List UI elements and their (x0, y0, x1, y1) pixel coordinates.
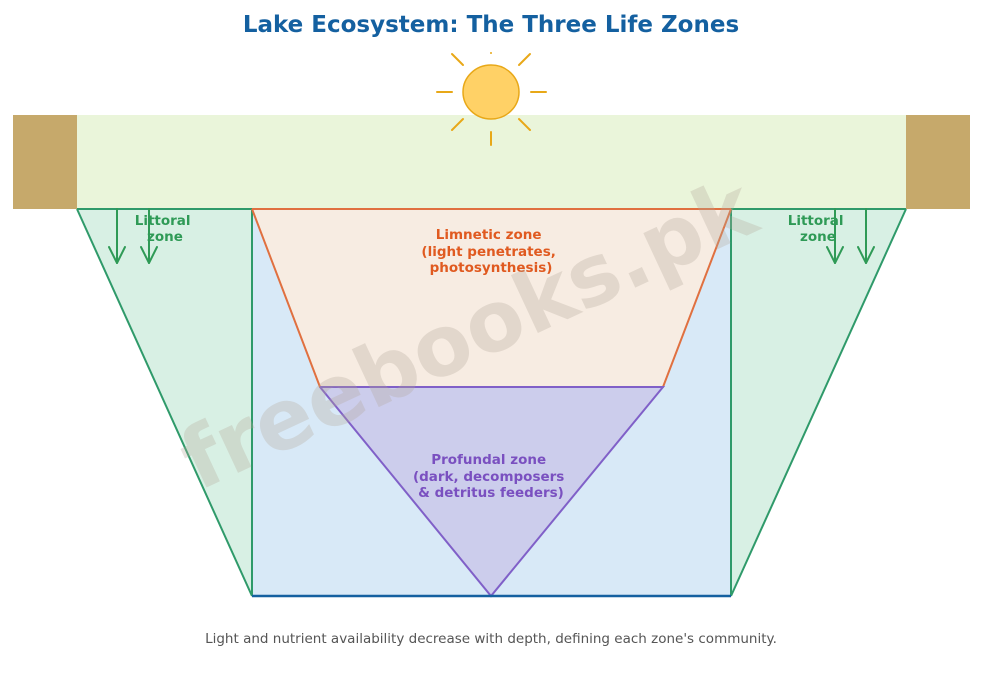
sun-disc (462, 64, 520, 120)
sky-band (77, 115, 906, 209)
arrow-down-icon (108, 208, 126, 264)
arrow-down-icon (826, 208, 844, 264)
profundal-outline (319, 386, 666, 598)
shore-right (906, 115, 970, 209)
page-title: Lake Ecosystem: The Three Life Zones (243, 12, 739, 38)
littoral-label-right: Littoral zone (788, 213, 849, 245)
shore-left (13, 115, 77, 209)
littoral-label-left: Littoral zone (135, 213, 196, 245)
sun-icon (436, 52, 547, 146)
littoral-boundaries (76, 208, 907, 597)
arrow-down-icon (140, 208, 158, 264)
limnetic-label: Limnetic zone (light penetrates, photosy… (421, 227, 560, 276)
profundal-label: Profundal zone (dark, decomposers & detr… (413, 452, 569, 501)
sun-rays (436, 52, 547, 146)
basin-edge-right (730, 208, 907, 597)
limnetic-zone (252, 209, 731, 387)
profundal-zone (320, 387, 663, 596)
littoral-arrows (108, 208, 875, 264)
arrow-down-icon (857, 208, 875, 264)
basin-edge-left (76, 208, 253, 597)
caption: Light and nutrient availability decrease… (205, 631, 777, 647)
